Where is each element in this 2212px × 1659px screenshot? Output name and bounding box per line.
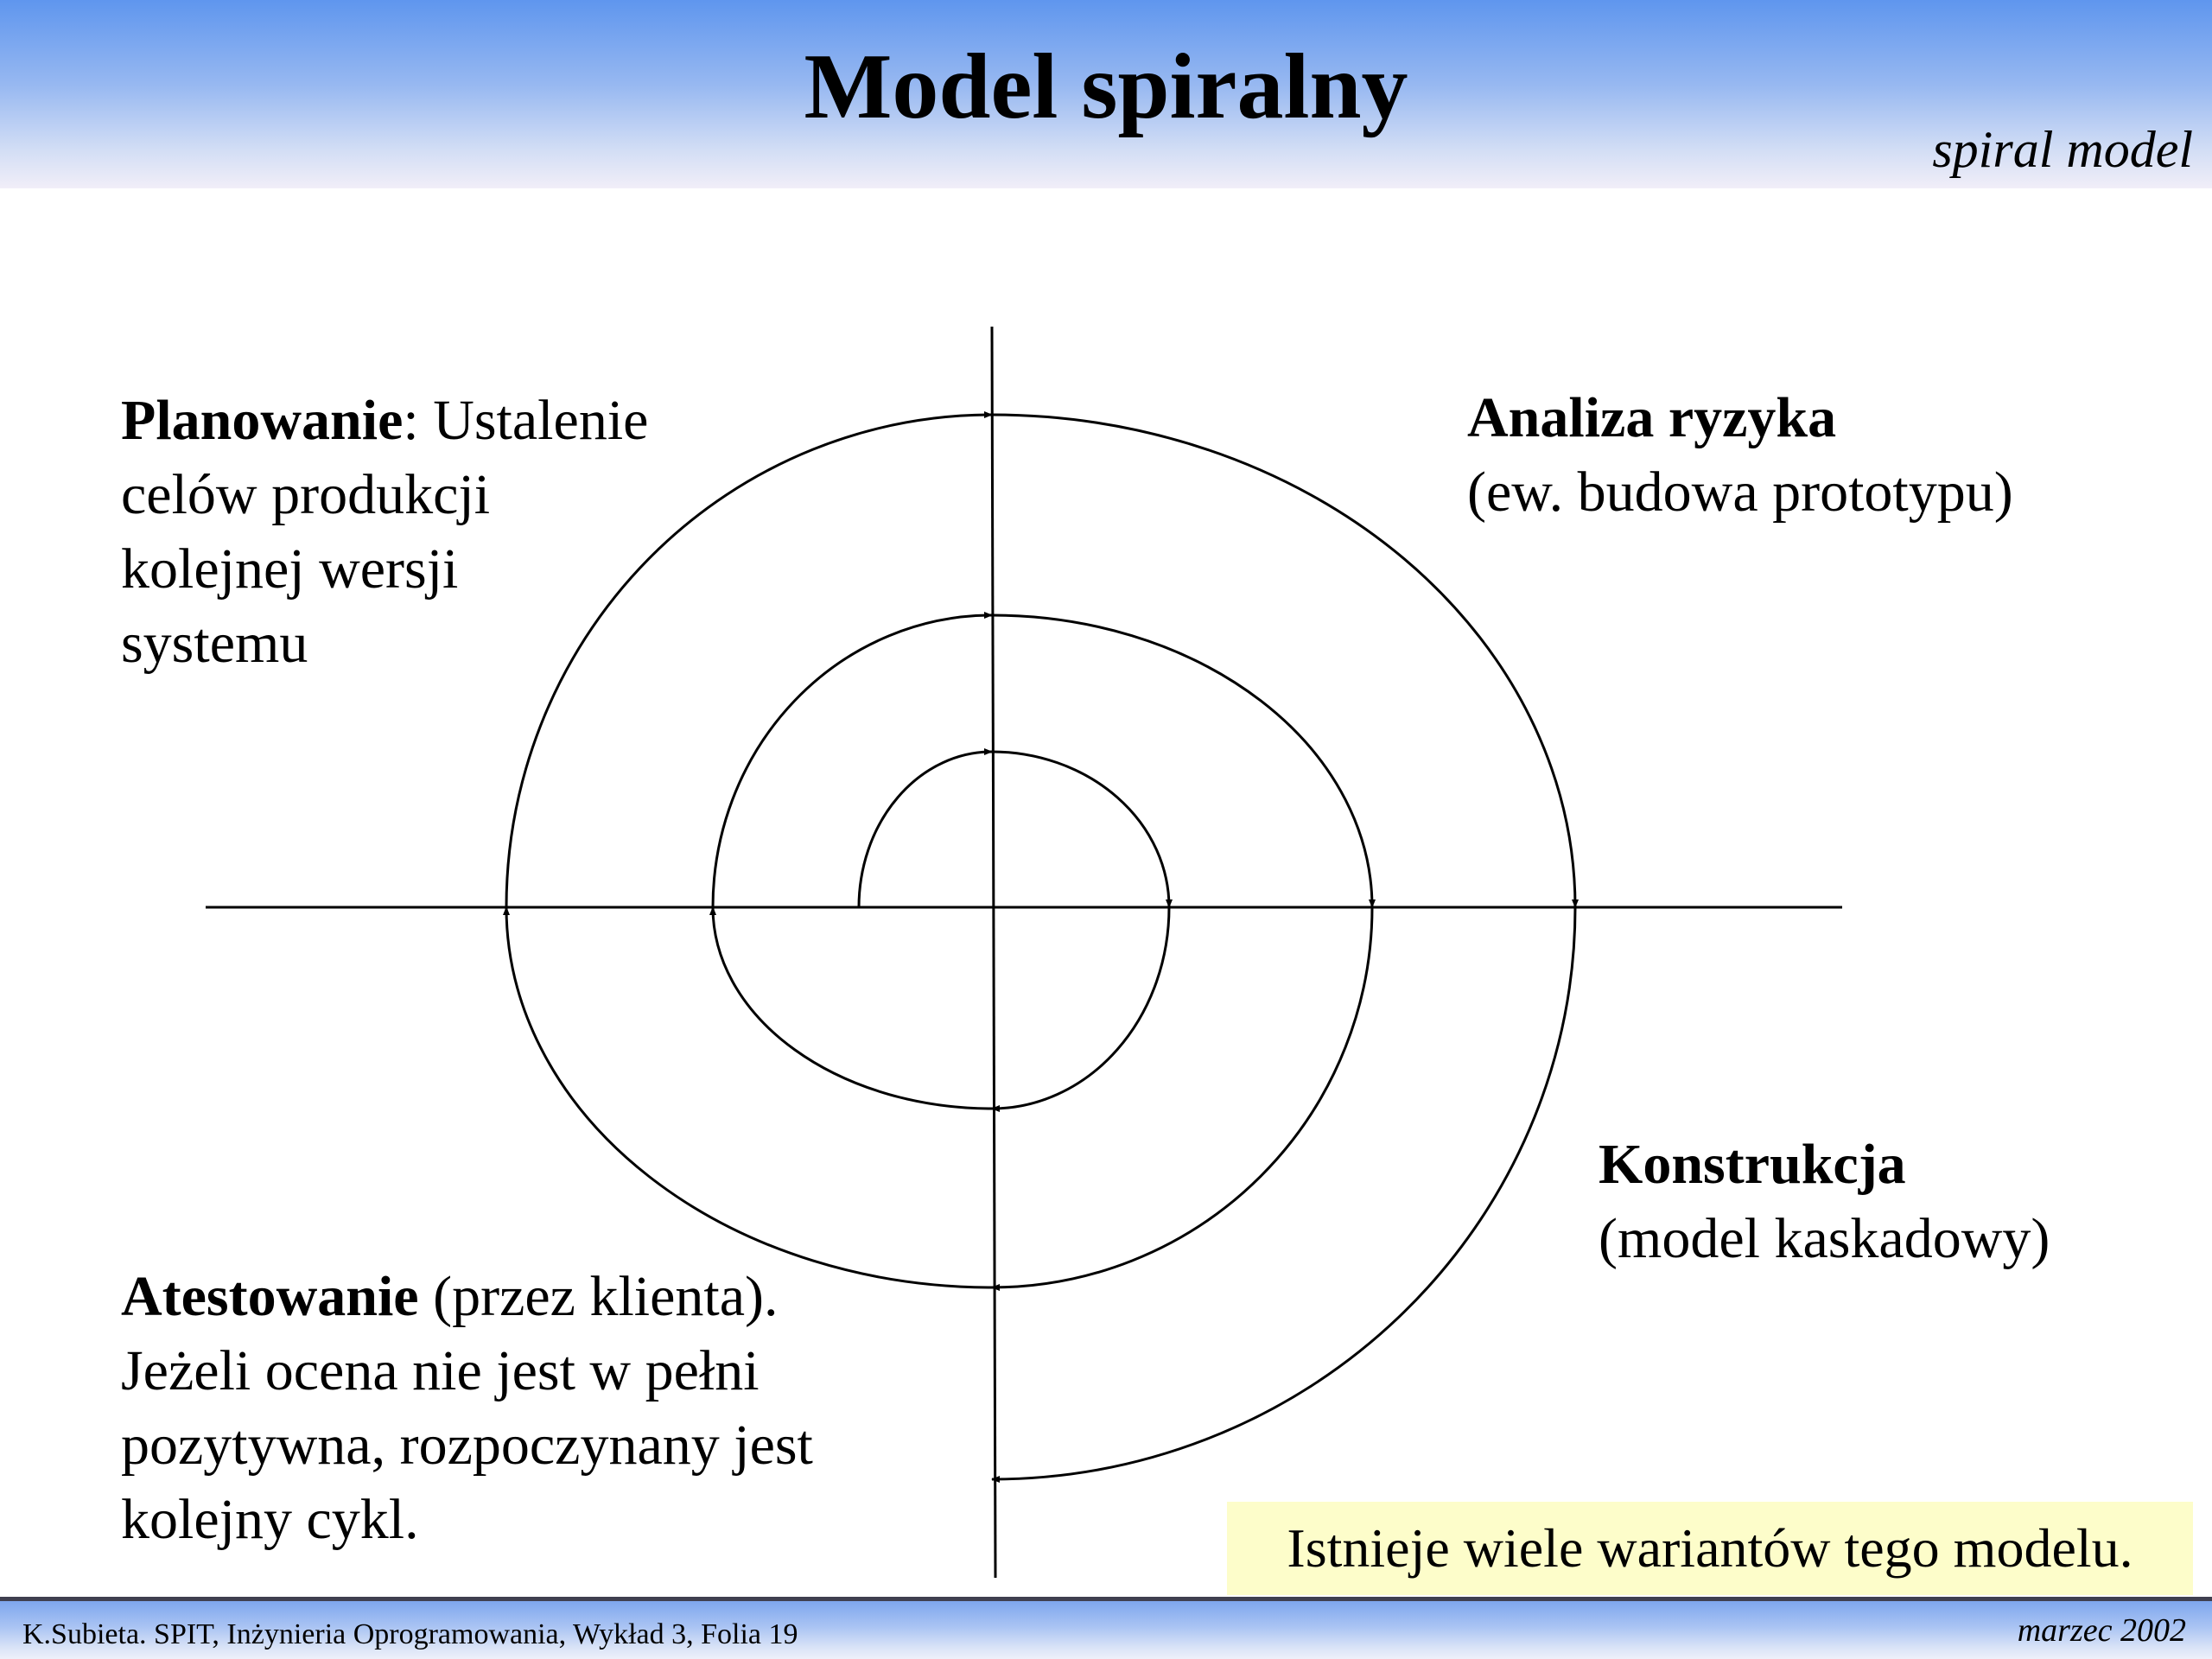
testing-line-4: kolejny cykl. [121, 1488, 419, 1551]
slide-title: Model spiralny [804, 35, 1408, 138]
footer-source: K.Subieta. SPIT, Inżynieria Oprogramowan… [22, 1618, 798, 1650]
risk-analysis-text: Analiza ryzyka (ew. budowa prototypu) [1467, 381, 2013, 530]
spiral-arc-middle-risk [991, 613, 1376, 908]
spiral-arc-inner-risk [991, 750, 1173, 908]
header-banner [0, 0, 2212, 188]
construction-detail: (model kaskadowy) [1599, 1207, 2050, 1270]
planning-line-2: celów produkcji [121, 463, 491, 526]
spiral-arc-outer-risk [991, 413, 1579, 908]
construction-label: Konstrukcja [1599, 1133, 1906, 1196]
spiral-arc-inner-construction [991, 906, 1171, 1112]
spiral-arc-outer-planning [505, 411, 993, 908]
variants-note: Istnieje wiele wariantów tego modelu. [1227, 1502, 2193, 1595]
planning-line-1: Ustalenie [418, 389, 649, 452]
spiral-arc-inner-planning [857, 748, 993, 908]
testing-line-1: (przez klienta). [418, 1265, 779, 1328]
testing-text: Atestowanie (przez klienta). Jeżeli ocen… [121, 1260, 813, 1557]
planning-label: Planowanie [121, 389, 404, 452]
slide-subtitle: spiral model [1932, 121, 2193, 178]
vertical-axis [990, 326, 997, 1579]
planning-text: Planowanie: Ustalenie celów produkcji ko… [121, 384, 648, 681]
planning-line-4: systemu [121, 612, 308, 675]
spiral-arc-outer-construction [991, 906, 1577, 1483]
spiral-arc-inner-testing [709, 906, 993, 1110]
risk-analysis-detail: (ew. budowa prototypu) [1467, 461, 2013, 524]
construction-text: Konstrukcja (model kaskadowy) [1599, 1128, 2050, 1276]
spiral-arc-middle-planning [711, 612, 993, 908]
testing-line-2: Jeżeli ocena nie jest w pełni [121, 1339, 760, 1402]
testing-line-3: pozytywna, rozpoczynany jest [121, 1414, 813, 1477]
footer-bar: K.Subieta. SPIT, Inżynieria Oprogramowan… [0, 1597, 2212, 1659]
planning-separator: : [403, 389, 419, 452]
footer-date: marzec 2002 [2017, 1612, 2186, 1649]
planning-line-3: kolejnej wersji [121, 537, 459, 601]
risk-analysis-label: Analiza ryzyka [1467, 386, 1837, 449]
spiral-arc-middle-construction [991, 906, 1374, 1291]
spiral-arc-middle-testing [503, 906, 993, 1289]
testing-label: Atestowanie [121, 1265, 419, 1328]
